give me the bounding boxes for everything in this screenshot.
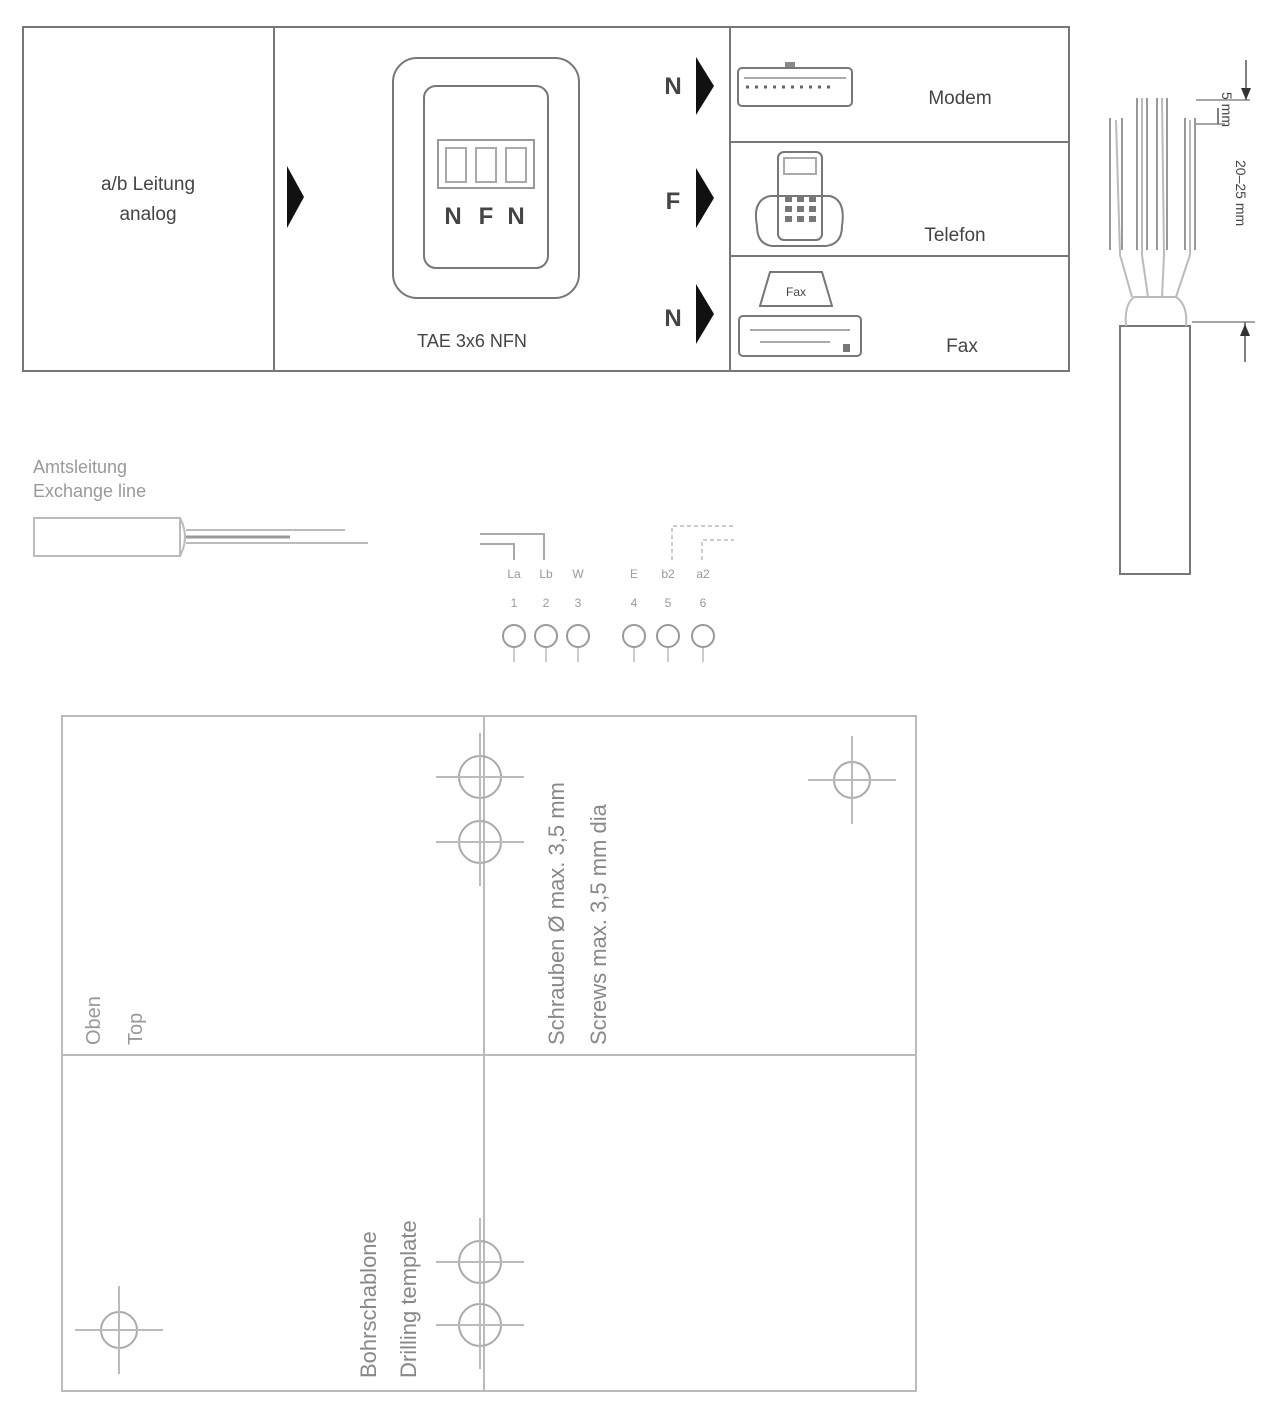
terminal-number: 5 [665,596,672,610]
terminal-code: W [572,567,584,581]
drill-hole-icon [808,736,896,824]
terminal-number: 1 [511,596,518,610]
terminal-number: 6 [700,596,707,610]
fax-label: Fax [946,336,978,357]
modem-arrow-icon [696,57,714,115]
terminal-code: Lb [539,567,553,581]
terminal-screw-icon [691,624,715,648]
drill-hole-icon [436,798,524,886]
screws-label-en: Screws max. 3,5 mm dia [586,803,611,1045]
output-code-telefon: F [666,188,681,215]
terminal-code: E [630,567,638,581]
tae-socket-icon [392,57,580,299]
terminal-screw-icon [534,624,558,648]
socket-letter-n1: N [444,203,461,230]
cable-strip-diagram: 5 mm 20–25 mm [1109,60,1255,575]
exchange-label-de: Amtsleitung [33,457,127,477]
drilling-template: Oben Top Schrauben Ø max. 3,5 mm Screws … [61,715,917,1392]
fax-icon [738,271,862,357]
dim-top-label: 5 mm [1219,92,1235,127]
connection-panel: a/b Leitung analog N F N TAE 3x6 NFN N F… [22,26,1070,372]
terminal-code: b2 [661,567,675,581]
socket-name: TAE 3x6 NFN [417,331,527,351]
telefon-label: Telefon [924,225,985,246]
top-label-de: Oben [83,996,105,1045]
terminal-number: 2 [543,596,550,610]
drill-label-en: Drilling template [396,1220,421,1378]
terminal-screw-icon [566,624,590,648]
terminal-screw-icon [502,624,526,648]
telefon-arrow-icon [696,168,714,228]
line-label-1: a/b Leitung [101,174,195,195]
dim-arrow-up-icon [1240,324,1250,336]
socket-letter-n2: N [507,203,524,230]
drill-hole-icon [436,1281,524,1369]
terminal-code: La [507,567,521,581]
terminal-code: a2 [696,567,710,581]
terminal-screw-icon [622,624,646,648]
fax-arrow-icon [696,284,714,344]
drill-label-de: Bohrschablone [356,1231,381,1378]
fax-icon-label: Fax [786,285,806,299]
modem-icon [737,62,853,107]
dim-arrow-icon [1241,88,1251,100]
terminal-number: 3 [575,596,582,610]
terminal-number: 4 [631,596,638,610]
screws-label-de: Schrauben Ø max. 3,5 mm [544,782,569,1045]
top-label-en: Top [125,1013,147,1045]
exchange-line: Amtsleitung Exchange line [33,457,368,557]
terminal-block: La 1 Lb 2 W 3 E 4 b2 5 a2 6 [480,525,734,662]
output-code-modem: N [664,73,681,100]
socket-letter-f: F [479,203,494,230]
modem-label: Modem [928,88,991,109]
output-code-fax: N [664,305,681,332]
exchange-label-en: Exchange line [33,481,146,501]
telephone-icon [754,151,844,247]
drill-hole-icon [75,1286,163,1374]
terminal-screw-icon [656,624,680,648]
dim-strip-label: 20–25 mm [1233,160,1249,226]
line-label-2: analog [119,204,176,225]
input-arrow-icon [287,166,304,228]
